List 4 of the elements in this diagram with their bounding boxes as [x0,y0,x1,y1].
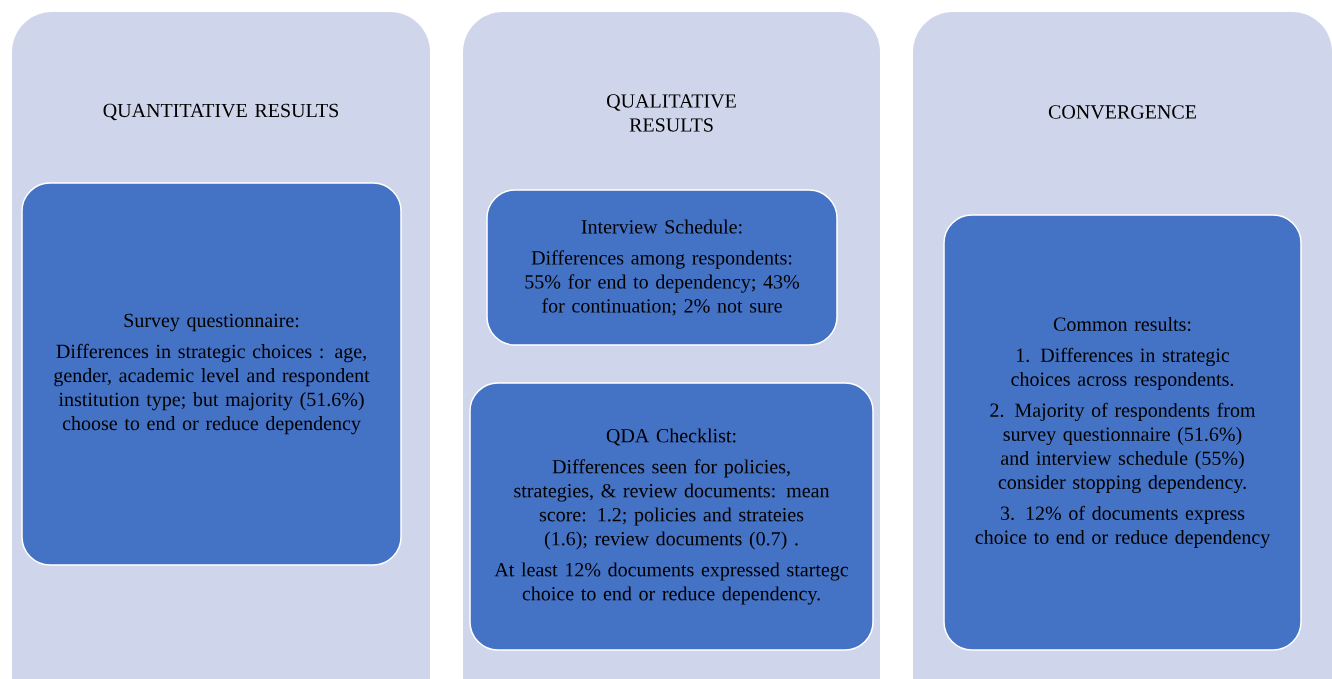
text-box: Interview Schedule: Differences among respondents: 55% for end to dependency; 43% for continuation; 2% not sure [486,189,838,346]
text-box: QDA Checklist: Differences seen for policies, strategies, & review documents: mean score: 1.2; policies and strateies (1.6); review documents (0.7) . At least 12% documents expressed startegc choice to end or reduce dependency. [469,382,874,651]
text-box: Survey questionnaire: Differences in strategic choices : age, gender, academic level and respondent institution type; but majority (51.6%) choose to end or reduce dependency [21,182,402,566]
text-box: Common results: 1. Differences in strategic choices across respondents. 2. Majority of respondents from survey questionnaire (51.6%) and interview schedule (55%) consider stopping dependency. 3. 12% of documents express choice to end or reduce dependency [943,214,1302,651]
